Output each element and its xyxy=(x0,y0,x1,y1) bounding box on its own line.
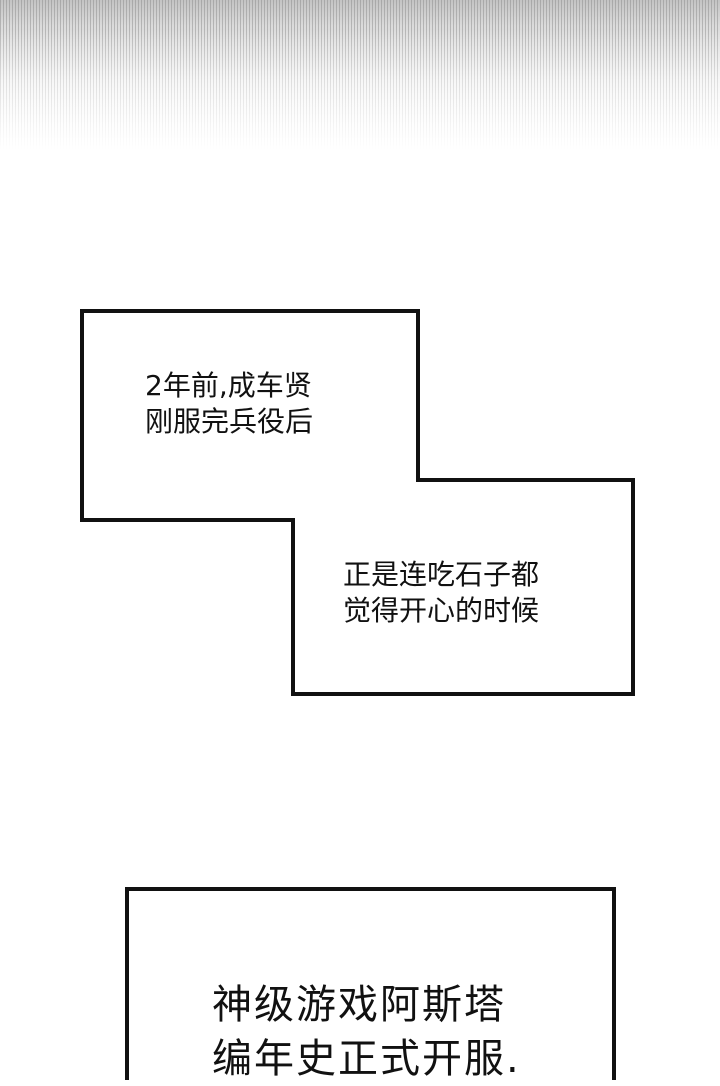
caption-3-line-1: 神级游戏阿斯塔 xyxy=(212,982,506,1028)
caption-1-line-1: 2年前,成车贤 xyxy=(145,369,312,402)
top-gradient-fade xyxy=(0,0,720,150)
caption-text-3: 神级游戏阿斯塔 编年史正式开服. xyxy=(212,978,521,1086)
caption-text-2: 正是连吃石子都 觉得开心的时候 xyxy=(343,557,539,630)
caption-box-3-border xyxy=(125,887,616,1080)
caption-box-1-2-border xyxy=(80,309,635,696)
caption-text-1: 2年前,成车贤 刚服完兵役后 xyxy=(145,368,313,441)
caption-2-line-1: 正是连吃石子都 xyxy=(343,558,540,591)
caption-1-line-2: 刚服完兵役后 xyxy=(145,405,314,439)
caption-3-line-2: 编年史正式开服. xyxy=(212,1036,521,1082)
caption-2-line-2: 觉得开心的时候 xyxy=(343,594,540,628)
